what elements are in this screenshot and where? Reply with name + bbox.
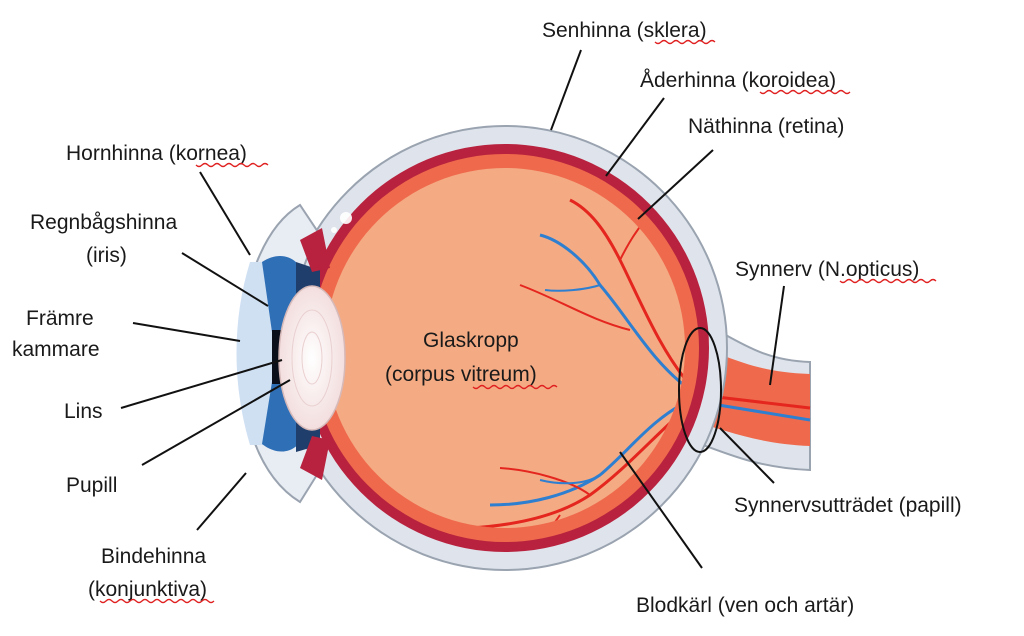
label-optic-disc: Synnervsutträdet (papill) bbox=[734, 494, 962, 517]
blood-vessels bbox=[469, 198, 685, 528]
eyeball bbox=[236, 125, 811, 571]
vitreous-body bbox=[325, 168, 685, 528]
label-iris-line1: Regnbågshinna bbox=[30, 211, 177, 234]
label-iris-line2: (iris) bbox=[86, 244, 127, 267]
optic-disc-marker bbox=[678, 327, 722, 453]
lens-shape bbox=[278, 285, 346, 431]
label-conjunctiva-line2: (konjunktiva) bbox=[88, 578, 207, 601]
leader-lines bbox=[120, 49, 785, 569]
label-blood-vessels: Blodkärl (ven och artär) bbox=[636, 594, 854, 617]
label-cornea: Hornhinna (kornea) bbox=[66, 142, 247, 165]
label-anterior-chamber-line2: kammare bbox=[12, 338, 100, 361]
label-choroid: Åderhinna (koroidea) bbox=[640, 69, 836, 92]
label-anterior-chamber-line1: Främre bbox=[26, 307, 94, 330]
labels: Senhinna (sklera) Åderhinna (koroidea) N… bbox=[12, 19, 962, 617]
label-sclera: Senhinna (sklera) bbox=[542, 19, 707, 42]
label-vitreous-line1: Glaskropp bbox=[423, 329, 519, 352]
label-pupil: Pupill bbox=[66, 474, 117, 497]
label-conjunctiva-line1: Bindehinna bbox=[101, 545, 206, 568]
label-optic-nerve: Synnerv (N.opticus) bbox=[735, 258, 919, 281]
label-lens: Lins bbox=[64, 400, 103, 423]
label-vitreous-line2: (corpus vitreum) bbox=[385, 363, 537, 386]
label-retina: Näthinna (retina) bbox=[688, 115, 844, 138]
